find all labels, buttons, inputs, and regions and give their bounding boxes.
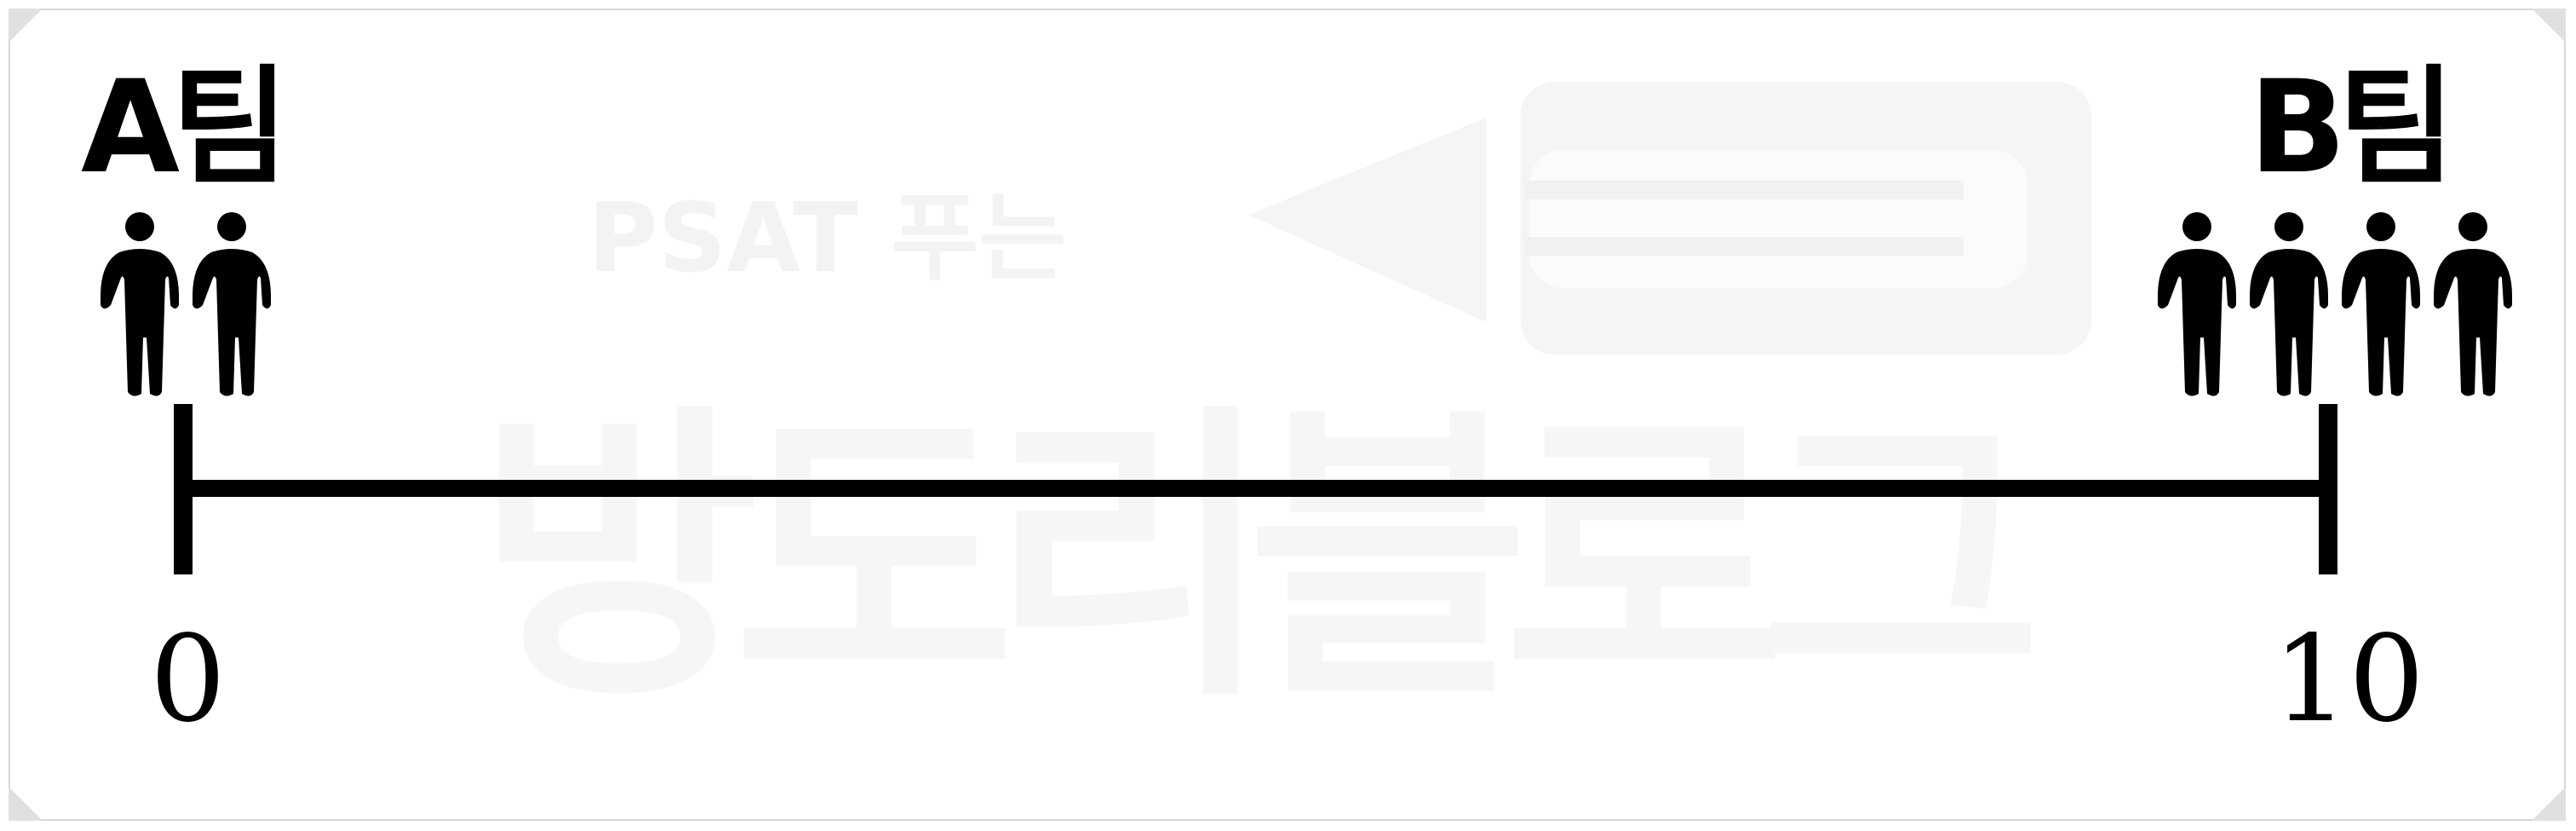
corner-fold-top-left: [9, 9, 43, 43]
team-a-label: A팀: [81, 54, 289, 202]
person-icon: [2335, 211, 2427, 397]
corner-fold-bottom-right: [2532, 787, 2566, 821]
diagram-frame: [9, 9, 2566, 821]
team-b-people: [2151, 211, 2519, 397]
tick-label-max: 10: [2273, 610, 2425, 749]
team-b-label: B팀: [2249, 54, 2455, 202]
number-line-bar: [183, 480, 2328, 497]
watermark-line2: 방도리블로그: [477, 380, 2033, 737]
person-icon: [94, 211, 186, 397]
pencil-watermark-icon: [1248, 82, 2091, 355]
person-icon: [2243, 211, 2335, 397]
person-icon: [2427, 211, 2519, 397]
person-icon: [2151, 211, 2243, 397]
corner-fold-top-right: [2532, 9, 2566, 43]
team-a-people: [94, 211, 278, 397]
tick-label-min: 0: [150, 610, 227, 749]
watermark-line1: PSAT 푸는: [588, 183, 1067, 294]
person-icon: [186, 211, 278, 397]
corner-fold-bottom-left: [9, 787, 43, 821]
